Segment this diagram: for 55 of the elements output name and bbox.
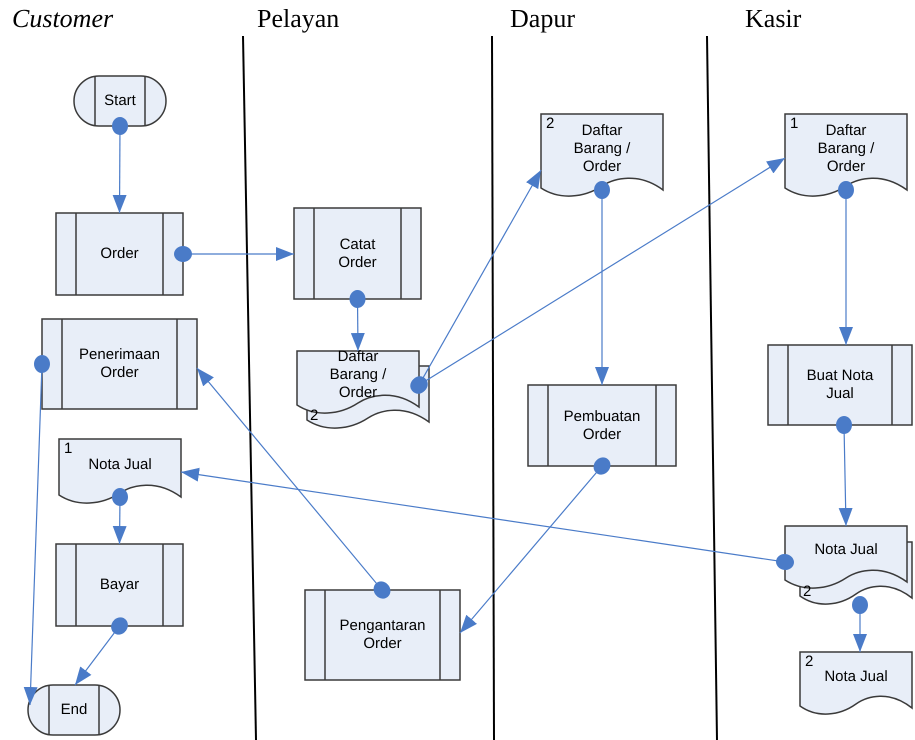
multi-document-shape <box>297 351 429 430</box>
node-label: End <box>60 701 88 719</box>
document-shape <box>59 439 181 505</box>
process-box <box>305 590 460 680</box>
arrow <box>24 355 50 706</box>
copy-number: 2 <box>310 408 318 424</box>
arrow <box>594 181 610 385</box>
lane-heading: Kasir <box>745 4 802 34</box>
arrow <box>838 181 854 345</box>
terminator-shape <box>28 685 120 735</box>
process-box <box>56 213 183 295</box>
arrow <box>180 468 794 570</box>
arrow <box>112 488 128 544</box>
node-label: Pembuatan Order <box>562 408 642 444</box>
lane-heading: Customer <box>12 4 114 34</box>
arrow <box>174 246 294 262</box>
arrow <box>410 158 786 394</box>
node-label: Daftar Barang / Order <box>816 122 876 176</box>
lane-heading: Dapur <box>510 4 575 34</box>
process-box <box>56 544 183 626</box>
arrow <box>74 617 128 686</box>
node-label: Order <box>100 245 139 263</box>
arrow <box>350 290 366 351</box>
document-shape <box>785 114 907 198</box>
copy-number: 2 <box>803 584 812 600</box>
document-shape <box>541 114 663 198</box>
node-label: Penerimaan Order <box>78 346 161 382</box>
node-label: Catat Order <box>337 236 378 272</box>
node-label: Nota Jual <box>824 668 888 686</box>
node-label: Nota Jual <box>88 456 152 474</box>
copy-number: 1 <box>64 441 72 457</box>
node-label: Daftar Barang / Order <box>572 122 632 176</box>
arrow <box>852 596 868 652</box>
node-label: Pengantaran Order <box>338 617 426 653</box>
arrow <box>112 117 128 213</box>
process-box <box>768 345 912 425</box>
copy-number: 2 <box>546 116 554 132</box>
process-box <box>42 319 197 409</box>
process-box <box>528 385 676 466</box>
process-box <box>294 208 421 299</box>
multi-document-shape <box>785 526 912 606</box>
document-shape <box>800 652 912 716</box>
copy-number: 2 <box>805 654 814 670</box>
arrow <box>460 457 610 634</box>
lane-heading: Pelayan <box>257 4 340 34</box>
arrow <box>410 170 542 394</box>
node-label: Bayar <box>100 576 140 594</box>
node-label: Daftar Barang / Order <box>328 348 388 402</box>
node-label: Nota Jual <box>814 541 878 559</box>
node-label: Start <box>104 92 136 110</box>
arrow <box>196 368 390 599</box>
node-label: Buat Nota Jual <box>806 367 874 403</box>
terminator-shape <box>74 76 166 126</box>
copy-number: 1 <box>790 116 798 132</box>
arrow <box>836 416 853 526</box>
